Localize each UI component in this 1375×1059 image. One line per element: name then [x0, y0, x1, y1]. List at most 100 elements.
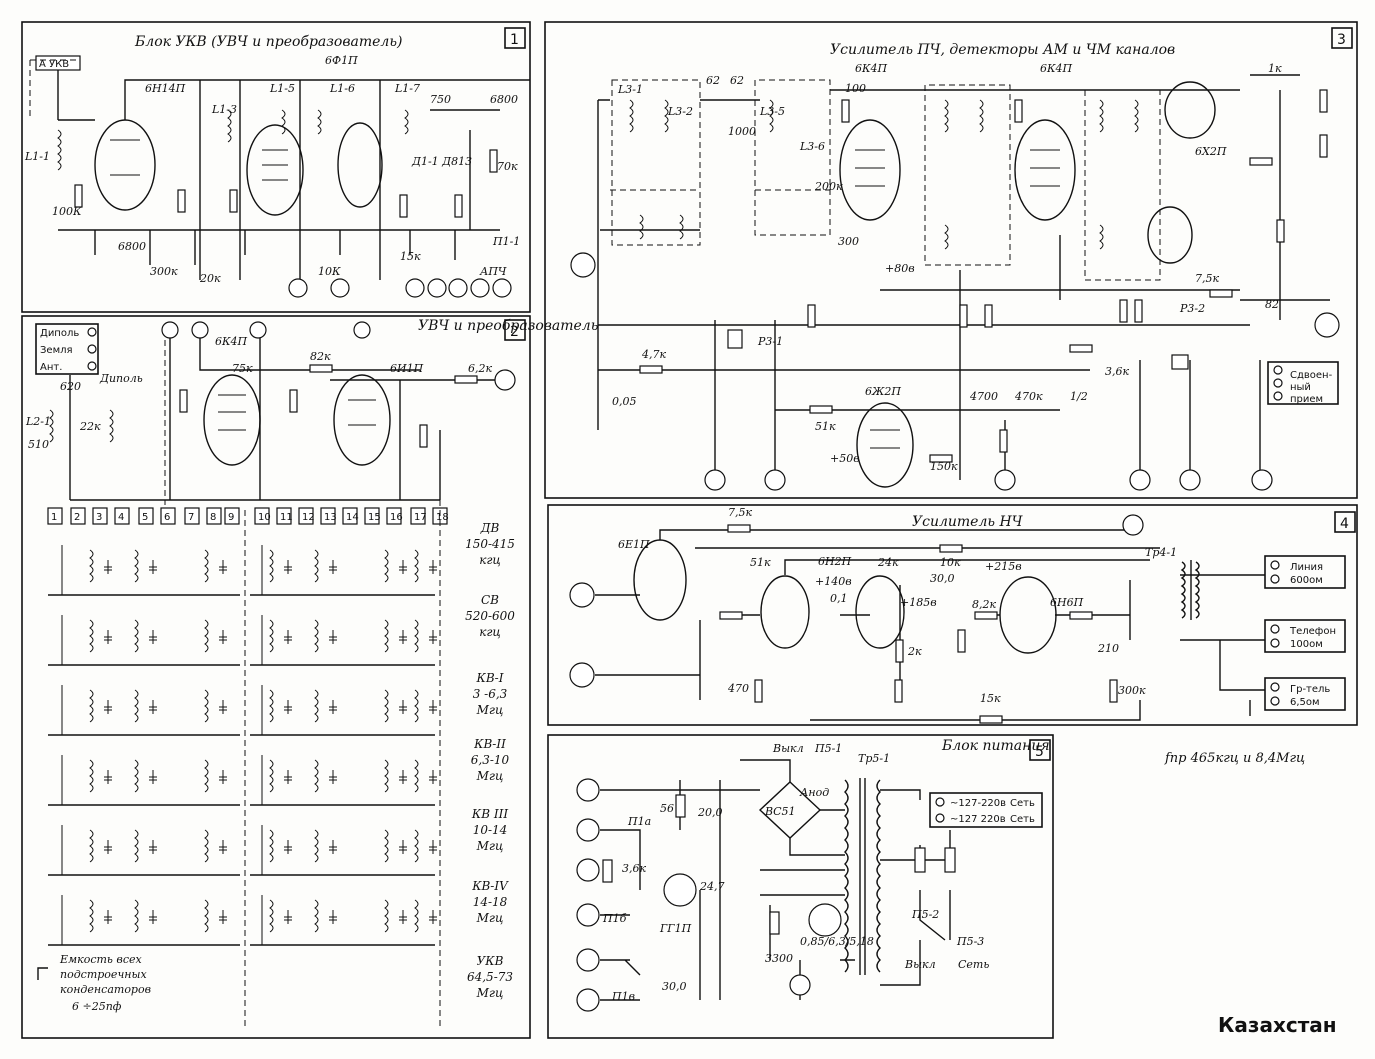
pin-number: 4 [118, 512, 124, 523]
band-label: КВ-IV [471, 879, 509, 893]
if-frequency-note: fпр 465кгц и 8,4Мгц [1164, 751, 1305, 766]
dipole-terminal-label: Диполь [40, 328, 79, 339]
block-1-number: 1 [510, 32, 519, 48]
tube-6zh2p-label: 6Ж2П [865, 385, 901, 398]
pin-box [224, 507, 240, 525]
voltage-215v-label: +215в [985, 560, 1022, 573]
coil-l3-1-label: L3-1 [617, 83, 643, 96]
band-label: Мгц [476, 911, 504, 925]
cap-20-label: 20,0 [697, 806, 723, 819]
band-label: Мгц [476, 839, 504, 853]
pin-number: 15 [368, 512, 381, 523]
switch-p1-1-label: П1-1 [492, 235, 520, 248]
switch-p5-3-label: П5-3 [956, 935, 984, 948]
pin-number: 17 [414, 512, 427, 523]
res-7-5k-b4-label: 7,5к [728, 506, 752, 519]
band-label: 520-600 [465, 609, 515, 623]
pin-number: 8 [210, 512, 216, 523]
switch-p5-1-label: П5-1 [814, 742, 842, 755]
pin-number: 10 [258, 512, 271, 523]
pin-box [320, 507, 336, 525]
block-4-title: Усилитель НЧ [912, 514, 1024, 530]
trimmer-note-line-4: 6 ÷25пф [72, 1000, 122, 1013]
tube-6x2p-label: 6Х2П [1195, 145, 1227, 158]
block-1-title: Блок УКВ (УВЧ и преобразователь) [134, 34, 402, 50]
tube-6e1p-label: 6Е1П [618, 538, 650, 551]
band-label: УКВ [477, 954, 504, 968]
mains-set-label-3: Сеть [958, 958, 989, 971]
cap-3300-label: 3300 [765, 952, 793, 965]
res-22k-label: 22к [79, 420, 101, 433]
tube-6n14p-label: 6Н14П [145, 82, 186, 95]
band-label: кгц [479, 553, 501, 567]
cap-6800-label: 6800 [490, 93, 518, 106]
pin-number: 14 [346, 512, 359, 523]
cap-0-05-label: 0,05 [612, 395, 637, 408]
dual-reception-label-2: ный [1290, 382, 1311, 393]
coil-l1-1-label: L1-1 [24, 150, 50, 163]
block-1-ukv-unit: 1 Блок УКВ (УВЧ и преобразователь) 6Ф1П … [21, 21, 531, 313]
mains-127-220-label-2: ~127 220в [950, 814, 1006, 825]
anode-label: Анод [799, 786, 829, 799]
pin-box [364, 507, 380, 525]
antenna-ukv-label: А УКВ [39, 59, 69, 70]
pin-box [184, 507, 200, 525]
pin-number: 7 [188, 512, 194, 523]
output-phone-label: Телефон [1289, 626, 1336, 637]
coil-l1-6-label: L1-6 [329, 82, 355, 95]
mains-set-label-1: Сеть [1010, 798, 1035, 809]
tube-6n2p-label: 6Н2П [818, 555, 852, 568]
mains-set-label-2: Сеть [1010, 814, 1035, 825]
dipole-label: Диполь [99, 372, 143, 385]
res-210-label: 210 [1097, 642, 1119, 655]
res-7-5k-b3-label: 7,5к [1195, 272, 1219, 285]
pin-number: 12 [302, 512, 315, 523]
band-label: 10-14 [473, 823, 508, 837]
output-line-label: Линия [1290, 562, 1323, 573]
band-label: КВ III [471, 807, 508, 821]
cap-62-b-label: 62 [730, 74, 744, 87]
transformer-tp4-1-label: Тр4-1 [1145, 546, 1177, 559]
band-label: 3 -6,3 [473, 687, 508, 701]
block-2-title: УВЧ и преобразователь [418, 318, 598, 334]
band-label: КВ-I [476, 671, 504, 685]
block-1-tube-label: 6Ф1П [325, 54, 358, 67]
pin-box [342, 507, 358, 525]
mains-127-220-label: ~127-220в [950, 798, 1006, 809]
cap-62-a-label: 62 [706, 74, 720, 87]
cap-510-label: 510 [28, 438, 49, 451]
block-5-title: Блок питания [941, 738, 1050, 754]
pin-number: 11 [280, 512, 293, 523]
trimmer-note: Емкость всех подстроечных конденсаторов … [59, 953, 151, 1013]
pin-number: 13 [324, 512, 337, 523]
half-tube-label: 1/2 [1070, 390, 1088, 403]
antenna-terminal-label: Ант. [40, 362, 62, 373]
res-15k-b4-label: 15к [980, 692, 1001, 705]
pin-number: 9 [228, 512, 234, 523]
block-4-number: 4 [1340, 516, 1349, 532]
coil-l1-3-label: L1-3 [211, 103, 237, 116]
res-24k-label: 24к [877, 556, 899, 569]
voltage-140v-label: +140в [815, 575, 852, 588]
pin-number: 3 [96, 512, 102, 523]
tube-6k4p-b-label: 6К4П [1040, 62, 1073, 75]
pin-number: 2 [74, 512, 80, 523]
output-speaker-label: Гр-тель [1290, 684, 1330, 695]
pin-box [254, 507, 270, 525]
block-3-title: Усилитель ПЧ, детекторы АМ и ЧМ каналов [830, 42, 1175, 58]
band-label: Мгц [476, 703, 504, 717]
band-label: 150-415 [465, 537, 515, 551]
switch-p1v-label: П1в [611, 990, 635, 1003]
cap-82-label: 82 [1265, 298, 1279, 311]
trimmer-note-line-2: подстроечных [60, 968, 147, 981]
block-2-rf-converter: 2 УВЧ и преобразователь 6К4П 6И1П Диполь… [21, 315, 598, 1039]
coil-l1-7-label: L1-7 [394, 82, 420, 95]
tube-6k4p-a-label: 6К4П [855, 62, 888, 75]
cap-1000-label: 1000 [728, 125, 756, 138]
res-100k-label: 100К [52, 205, 82, 218]
afc-label: АПЧ [479, 265, 507, 278]
voltage-80v-label: +80в [885, 262, 915, 275]
